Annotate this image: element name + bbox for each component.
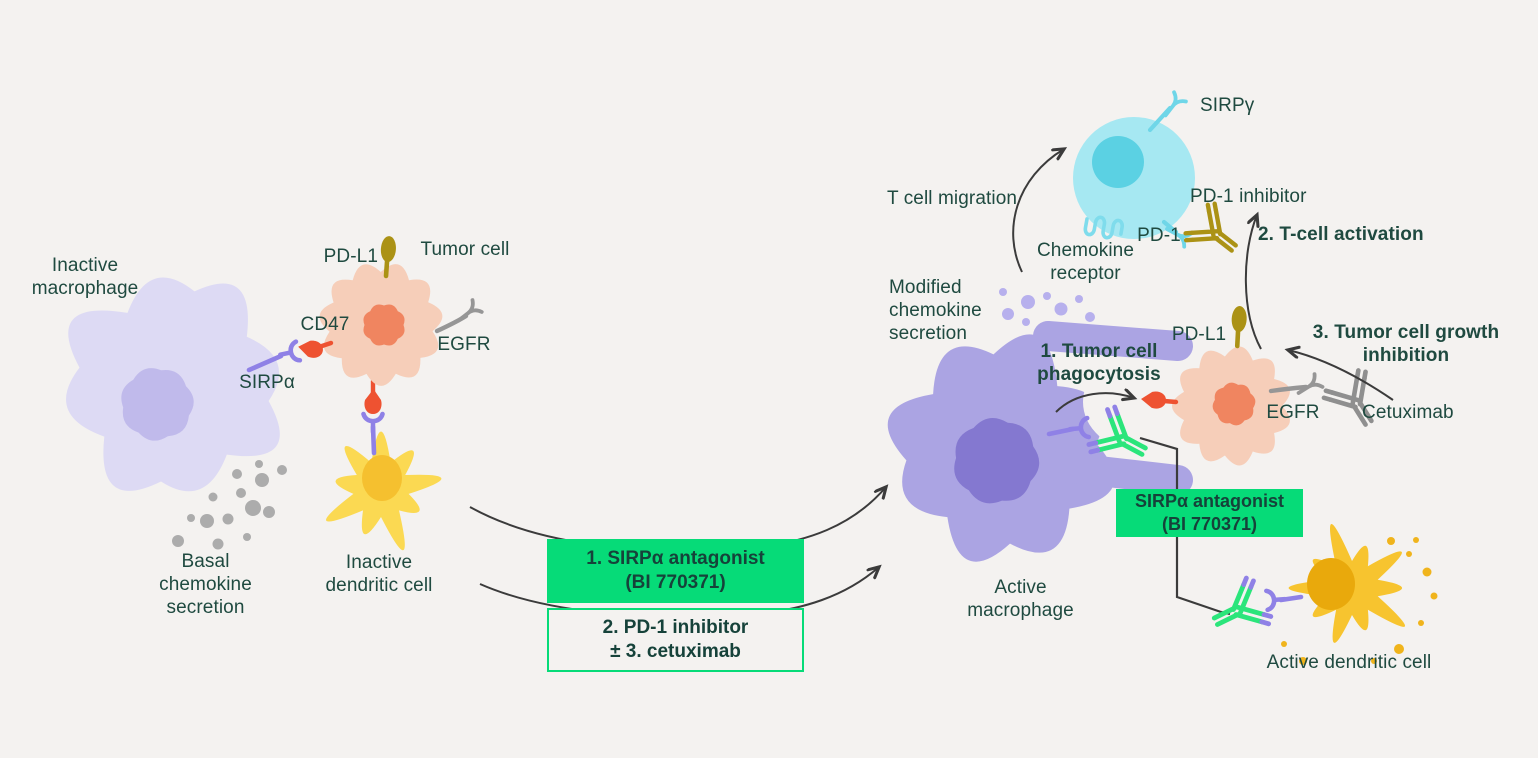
pd1-inhibitor-antibody-icon (1182, 200, 1248, 267)
phagocytosis-arrow (1055, 393, 1134, 413)
inactive-macrophage-label: Inactive macrophage (31, 255, 139, 300)
sirpa-stalk-dendritic (370, 424, 377, 456)
modified-secretion-label: Modified chemokine secretion (889, 277, 982, 345)
inactive-dendritic-nucleus (362, 455, 402, 501)
growth-inhibition-label: 3. Tumor cell growth inhibition (1312, 322, 1500, 367)
sirpa-left-label: SIRPα (239, 372, 295, 393)
sirpa-stalk-left (246, 353, 284, 373)
phagocytosis-label: 1. Tumor cell phagocytosis (1037, 341, 1161, 386)
egfr-left-label: EGFR (437, 334, 491, 355)
cd47-icon-dendritic (364, 389, 382, 414)
sirpa-antagonist-box: SIRPα antagonist (BI 770371) (1116, 489, 1303, 537)
egfr-right-label: EGFR (1266, 402, 1320, 423)
active-macrophage-lower-arm (1040, 451, 1193, 495)
active-dendritic-label: Active dendritic cell (1266, 652, 1432, 673)
pdl1-ligand-icon-right (1230, 305, 1248, 347)
sirpa-receptor-icon-left (278, 341, 300, 364)
treatment-box-2: 2. PD-1 inhibitor ± 3. cetuximab (547, 608, 804, 672)
basal-secretion-label: Basal chemokine secretion (159, 551, 252, 619)
t-cell-nucleus (1092, 136, 1144, 188)
cetuximab-label: Cetuximab (1362, 402, 1454, 423)
pd1-stalk (1161, 219, 1179, 235)
chemokine-receptor-label: Chemokine receptor (1036, 240, 1134, 285)
t-cell-migration-arrow (1012, 149, 1064, 273)
cd47-label: CD47 (300, 314, 350, 335)
sirpa-receptor-icon-dendritic-right (1266, 589, 1286, 610)
pd1-label: PD-1 (1137, 225, 1181, 246)
cd47-stalk-right (1161, 398, 1179, 405)
active-macrophage-label: Active macrophage (967, 577, 1074, 622)
active-macrophage-upper-arm (1033, 321, 1193, 361)
inactive-dendritic-label: Inactive dendritic cell (325, 552, 433, 597)
phagocytosis-mouth (1083, 354, 1193, 450)
tumor-cell-right-nucleus (1212, 382, 1256, 426)
t-cell-activation-label: 2. T-cell activation (1258, 224, 1424, 245)
cd47-icon-left (296, 338, 325, 360)
tumor-cell-left-nucleus (363, 304, 405, 346)
tumor-cell-left-label: Tumor cell (420, 239, 510, 260)
sirp-gamma-label: SIRPγ (1200, 95, 1255, 116)
pdl1-left-label: PD-L1 (323, 246, 378, 267)
t-cell-migration-label: T cell migration (886, 188, 1018, 209)
pd1-inhibitor-label: PD-1 inhibitor (1190, 186, 1307, 207)
basal-chemokine-dots (172, 460, 287, 550)
active-dendritic-nucleus (1307, 558, 1355, 610)
growth-inhibition-arrow (1288, 350, 1394, 401)
t-cell-activation-arrow (1244, 215, 1262, 350)
pdl1-right-label: PD-L1 (1171, 324, 1227, 345)
treatment-box-1: 1. SIRPα antagonist (BI 770371) (547, 539, 804, 603)
active-dendritic-dots (1281, 537, 1438, 665)
inactive-macrophage-nucleus (121, 368, 194, 441)
sirpa-stalk-macrophage (1046, 426, 1076, 437)
egfr-stalk-right (1268, 384, 1309, 394)
active-macrophage-nucleus (954, 418, 1040, 504)
